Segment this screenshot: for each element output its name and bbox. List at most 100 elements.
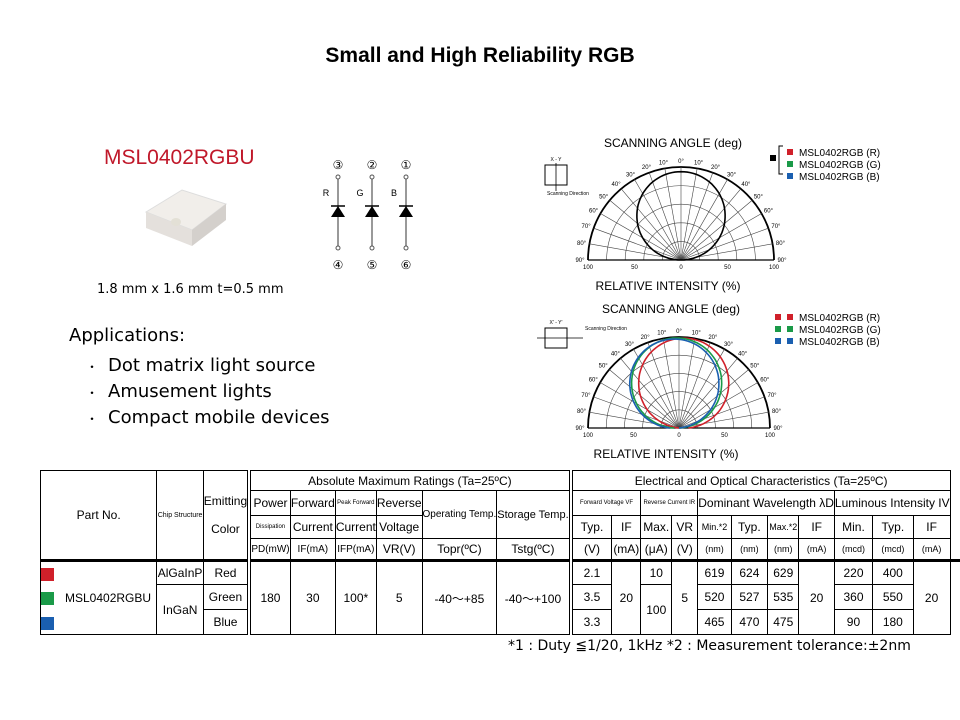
value-cell: 20 — [611, 560, 642, 635]
hdr-unit: (V) — [671, 538, 699, 561]
hdr-col: Min.*2 — [697, 515, 732, 539]
hdr-unit: (mcd) — [872, 538, 914, 561]
color-cell: Red — [202, 560, 250, 585]
angle-tick: 20° — [708, 335, 718, 341]
angle-tick: 30° — [724, 342, 734, 348]
chip-cell: InGaN — [156, 584, 204, 635]
angle-tick: 70° — [767, 393, 777, 399]
led-package-image — [144, 189, 228, 246]
radial-tick: 0 — [677, 433, 681, 439]
pin-number: ③ — [333, 158, 344, 172]
legend-swatch — [787, 149, 793, 155]
color-cell: Green — [202, 584, 250, 610]
hdr-power-2: Dissipation — [247, 515, 291, 539]
value-cell: 3.3 — [568, 609, 613, 635]
legend-swatch — [775, 338, 781, 344]
value-cell: 470 — [730, 609, 769, 635]
angle-tick: 30° — [626, 172, 636, 178]
angle-tick: 70° — [582, 224, 592, 230]
legend-label: MSL0402RGB (B) — [799, 337, 880, 348]
hdr-peak: Peak Forward — [334, 490, 377, 516]
radial-tick: 50 — [630, 433, 637, 439]
applications-heading: Applications: — [69, 325, 186, 346]
angle-tick: 20° — [642, 165, 652, 171]
legend-swatch — [775, 314, 781, 320]
legend-swatch — [787, 173, 793, 179]
diode-icon — [365, 206, 379, 217]
diode-label: G — [356, 188, 363, 198]
value-cell: -40～+100 — [496, 560, 572, 635]
hdr-unit: VR(V) — [375, 538, 423, 561]
radial-tick: 50 — [631, 265, 638, 271]
hdr-unit: (nm) — [767, 538, 800, 561]
hdr-storage-temp: Storage Temp. — [496, 490, 572, 539]
chip-cell: AlGaInP — [156, 560, 204, 585]
legend-label: MSL0402RGB (B) — [799, 172, 880, 183]
angle-tick: 60° — [589, 378, 599, 384]
value-cell: 2.1 — [568, 560, 613, 585]
hdr-electrical: Electrical and Optical Characteristics (… — [568, 470, 951, 491]
intensity-curve — [628, 338, 720, 429]
value-cell: 520 — [697, 584, 732, 610]
hdr-forward-2: Current — [289, 515, 336, 539]
pin-number: ② — [367, 158, 378, 172]
hdr-rev-current: Reverse Current IR — [640, 490, 699, 516]
hdr-peak-2: Current — [334, 515, 377, 539]
value-cell: 10 — [640, 560, 673, 585]
value-cell: 20 — [798, 560, 835, 635]
angle-tick: 90° — [575, 258, 585, 264]
value-cell: -40～+85 — [421, 560, 498, 635]
hdr-power: Power — [247, 490, 291, 516]
hdr-unit: PD(mW) — [247, 538, 291, 561]
value-cell: 360 — [833, 584, 874, 610]
hdr-col: IF — [798, 515, 835, 539]
angle-tick: 80° — [577, 241, 587, 247]
hdr-unit: Topr(ºC) — [421, 538, 498, 561]
angle-tick: 60° — [760, 378, 770, 384]
legend-swatch — [787, 338, 793, 344]
hdr-chip: Chip Structure — [156, 470, 204, 561]
red-swatch — [41, 568, 54, 581]
table-row: MSL0402RGBU AlGaInP Red 180 30 100* 5 -4… — [39, 560, 960, 635]
green-swatch — [41, 592, 54, 605]
hdr-col: Max. — [640, 515, 673, 539]
scan-label: Scanning Direction — [547, 191, 589, 197]
polar-xlabel: RELATIVE INTENSITY (%) — [596, 279, 741, 293]
value-cell: 465 — [697, 609, 732, 635]
pin-number: ⑥ — [401, 258, 412, 272]
angle-tick: 20° — [711, 165, 721, 171]
hdr-unit: (mA) — [798, 538, 835, 561]
value-cell: 180 — [247, 560, 291, 635]
radial-tick: 100 — [583, 265, 594, 271]
radial-tick: 50 — [721, 433, 728, 439]
angle-tick: 80° — [772, 409, 782, 415]
angle-tick: 50° — [754, 194, 764, 200]
hdr-unit: (nm) — [730, 538, 769, 561]
legend-label: MSL0402RGB (R) — [799, 148, 880, 159]
angle-tick: 80° — [577, 409, 587, 415]
table-row: InGaN Green 3.5 100 520 527 535 360 550 — [41, 584, 960, 635]
value-cell: 550 — [872, 584, 914, 610]
radial-tick: 50 — [724, 265, 731, 271]
angle-tick: 90° — [575, 426, 585, 432]
hdr-abs-max: Absolute Maximum Ratings (Ta=25ºC) — [247, 470, 572, 491]
angle-tick: 90° — [777, 258, 787, 264]
intensity-curve — [636, 170, 726, 261]
value-cell: 90 — [833, 609, 874, 635]
hdr-unit: (mcd) — [833, 538, 874, 561]
hdr-luminous: Luminous Intensity IV — [833, 490, 951, 516]
angle-tick: 60° — [764, 209, 774, 215]
value-cell: 475 — [767, 609, 800, 635]
hdr-col: IF — [912, 515, 951, 539]
application-item: ・Compact mobile devices — [86, 407, 330, 428]
slide-title: Small and High Reliability RGB — [325, 44, 635, 67]
legend-label: MSL0402RGB (R) — [799, 313, 880, 324]
hdr-op-temp: Operating Temp. — [421, 490, 498, 539]
hdr-unit: (V) — [568, 538, 613, 561]
application-item: ・Amusement lights — [86, 381, 272, 402]
direction-label: X - Y — [550, 157, 562, 163]
hdr-col: Typ. — [872, 515, 914, 539]
package-dimensions: 1.8 mm x 1.6 mm t=0.5 mm — [97, 282, 284, 297]
